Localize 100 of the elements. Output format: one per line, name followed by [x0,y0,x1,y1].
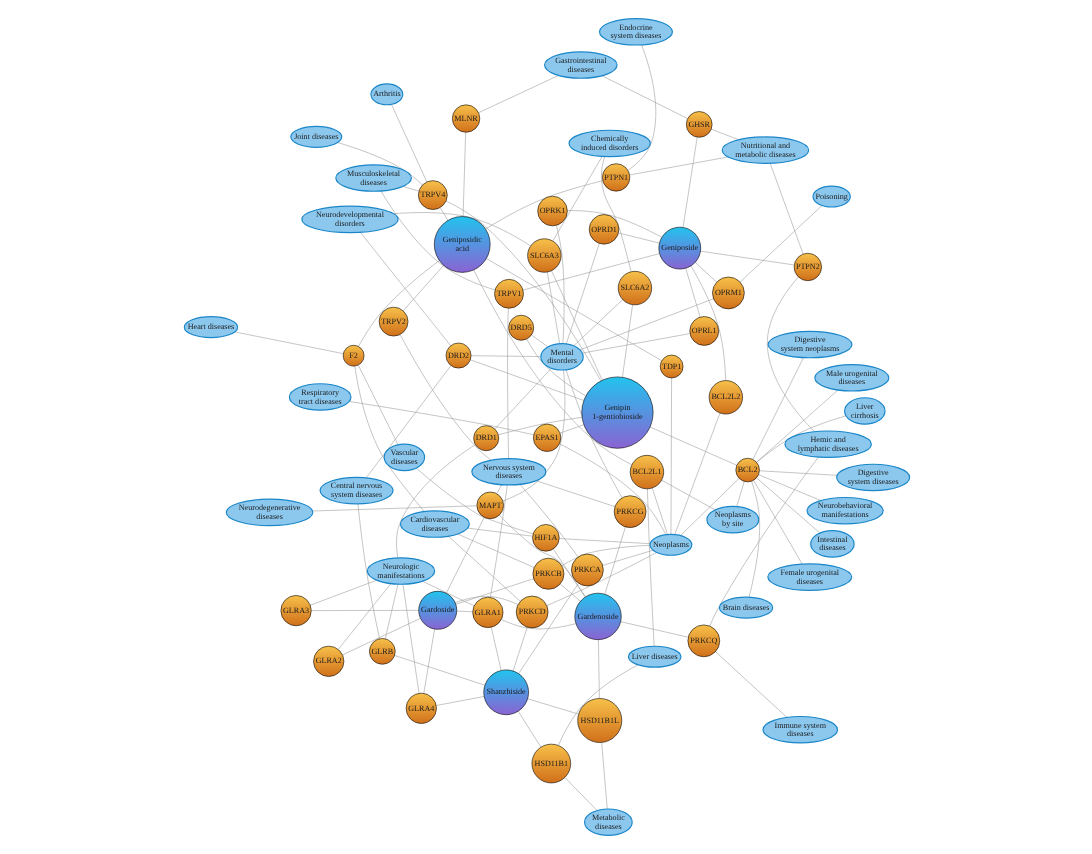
connector [453,596,518,605]
connector [565,243,599,345]
connector [755,389,838,463]
connector [546,271,559,344]
connector [439,207,448,221]
connector [521,253,659,291]
connector [469,355,540,357]
connector [581,333,690,354]
connector [485,258,661,361]
connector [383,584,398,640]
connector [578,298,713,351]
connector [461,132,465,217]
connector [558,424,583,434]
connector [497,416,582,436]
connector [558,443,666,535]
connector [757,474,821,501]
connector [747,481,759,598]
connector [551,156,602,242]
connector [500,619,576,630]
connector [422,628,434,694]
connector [364,365,451,479]
connector [401,186,419,192]
connector [628,156,728,176]
connector [337,583,391,650]
connector [709,128,738,141]
connector [414,467,533,535]
connector [766,276,814,432]
connector [490,627,501,671]
connector [357,364,398,446]
connector [552,548,585,598]
connector [597,639,599,699]
connector [689,265,725,381]
connector [669,377,671,535]
connector [694,262,717,283]
connector [600,742,607,810]
connector [563,777,597,811]
connector [755,477,820,534]
connector [648,426,737,466]
connector [357,260,439,347]
connector [679,478,739,536]
connector [626,44,656,171]
connector [768,163,803,255]
connector [402,265,443,311]
connector [469,359,584,401]
connector [600,75,687,119]
connector [484,180,602,230]
connector [347,401,533,436]
connector [401,584,419,694]
connector [646,488,654,647]
connector [559,583,580,602]
connector [601,549,653,566]
connector [534,480,615,507]
connector [489,484,507,598]
connector [751,357,803,460]
connector [356,503,379,639]
connector [310,610,418,611]
connector [390,104,427,183]
connector [714,651,787,718]
connector [603,526,625,595]
connector [435,696,484,706]
connector [650,487,667,535]
connector [550,270,602,381]
connector [456,533,534,568]
connector [526,698,578,715]
connector [398,334,491,461]
connector [454,578,533,605]
connector [621,304,632,378]
connector [735,481,744,507]
connector [498,515,585,597]
connector [517,582,578,674]
connector [493,368,551,430]
connector [233,331,343,354]
connector [758,470,837,476]
connector [392,212,530,247]
connector [466,527,532,537]
connector [545,552,656,606]
connector [309,579,377,606]
connector [447,536,520,602]
connector [530,334,548,348]
connector [421,580,474,607]
connector [566,210,661,238]
connector [752,480,802,565]
connector [379,190,495,291]
connector [555,225,564,344]
connector [560,545,650,566]
connector [506,308,508,459]
connector [311,505,476,512]
connector [617,232,659,244]
connector [558,538,650,544]
connector [393,655,485,686]
connector [336,142,422,186]
connector [673,412,720,535]
connector [445,517,484,594]
connector [557,664,638,746]
connector [518,484,578,558]
connector [495,484,501,494]
connector [341,618,420,656]
connector [755,415,846,463]
connector [564,369,622,499]
connector [684,268,700,318]
